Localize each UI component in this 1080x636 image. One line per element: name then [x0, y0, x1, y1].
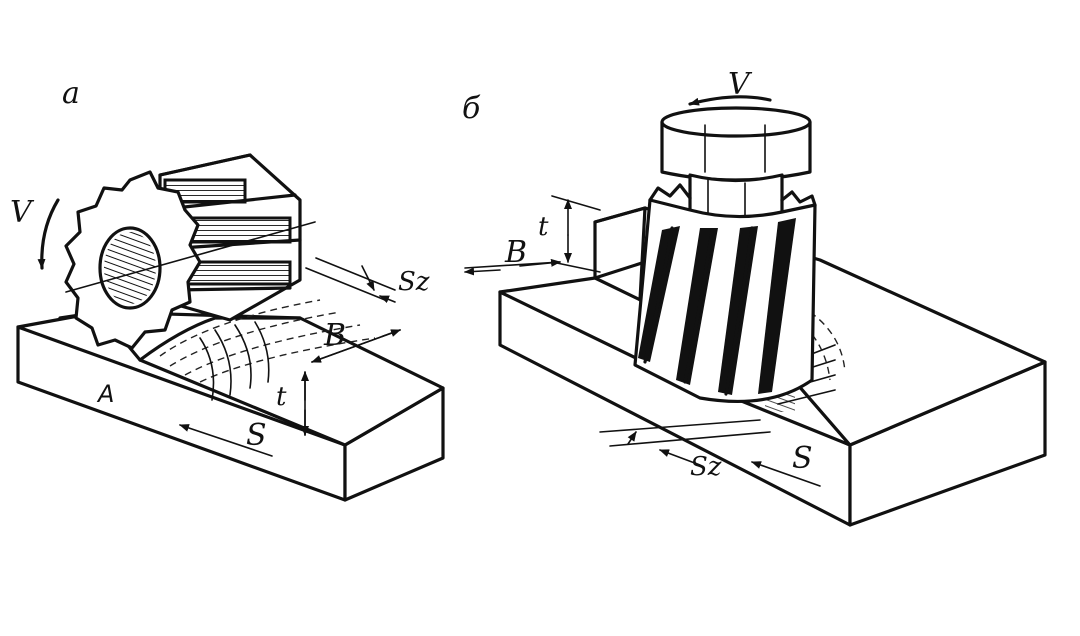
end-mill-cutter — [633, 106, 817, 404]
rotation-arrow-a: V — [10, 195, 60, 270]
dimension-sz-a: Sz — [305, 257, 430, 304]
label-v-b: V — [728, 67, 753, 102]
dimension-t-b: t — [538, 195, 601, 273]
feed-arrow-b: S — [751, 441, 821, 487]
label-sz-b: Sz — [690, 452, 722, 482]
dimension-b-b: B — [464, 235, 561, 276]
dimension-b-a: B — [311, 318, 401, 363]
label-sz-a: Sz — [398, 267, 430, 297]
panel-a: а — [10, 76, 445, 502]
cylindrical-cutter — [64, 153, 316, 350]
label-t-b: t — [538, 212, 549, 242]
label-s-b: S — [792, 441, 813, 476]
label-b-a: B — [323, 318, 346, 353]
label-s-a: S — [246, 418, 267, 453]
rotation-arrow-b: V — [688, 67, 772, 106]
workpiece-a — [16, 299, 445, 502]
panel-b: б — [462, 67, 1047, 527]
label-point-a: A — [96, 380, 114, 408]
dimension-t-a: t — [276, 371, 309, 436]
label-v-a: V — [10, 195, 35, 230]
label-t-a: t — [276, 382, 287, 412]
panel-a-letter: а — [62, 76, 80, 111]
dimension-sz-b: Sz — [599, 419, 771, 482]
label-b-b: B — [504, 235, 527, 270]
feed-arrow-a: S — [179, 418, 273, 457]
panel-b-letter: б — [462, 91, 481, 126]
